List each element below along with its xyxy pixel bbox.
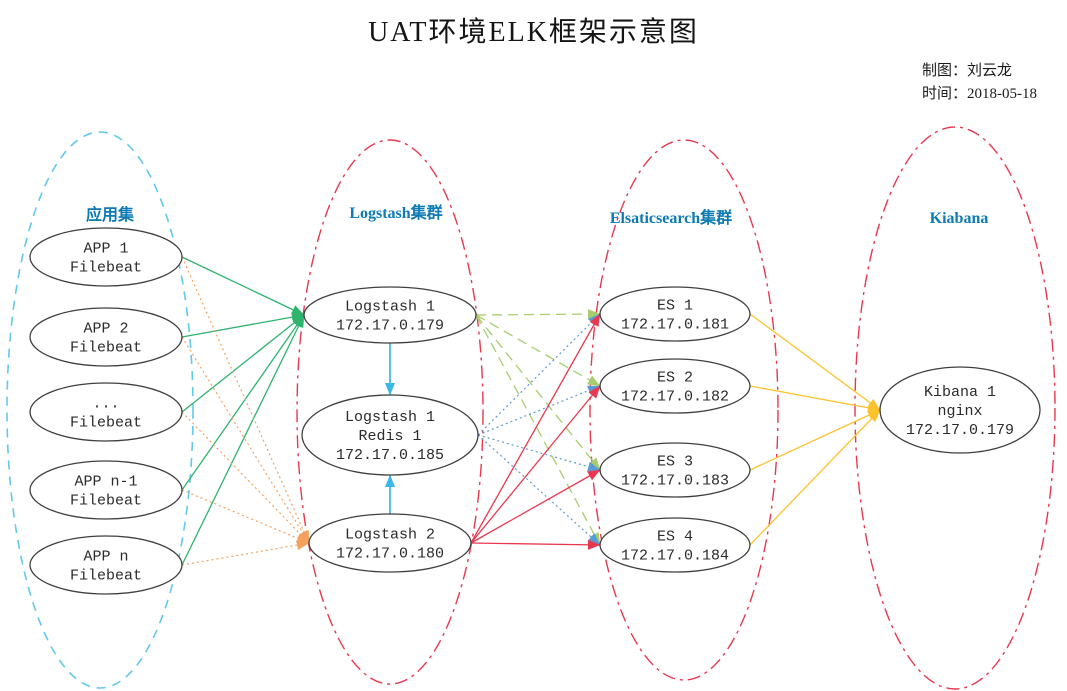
node-app_n1 — [29, 460, 183, 520]
cluster-apps-label: 应用集 — [86, 205, 135, 224]
edge-es2-kibana1 — [749, 385, 881, 413]
node-ls1 — [303, 286, 477, 344]
edge-redis-es3 — [477, 434, 601, 472]
edge-es4-kibana1 — [749, 409, 881, 546]
edge-redis-es1 — [477, 313, 601, 436]
edge-ls2-es1 — [470, 313, 601, 544]
edge-ls2-es3 — [470, 469, 601, 544]
edge-app_n-ls1 — [181, 314, 305, 566]
node-es3 — [599, 442, 751, 498]
node-ls2 — [308, 513, 472, 573]
edge-ls2-es2 — [470, 385, 601, 544]
cluster-logstash-outline — [296, 139, 484, 685]
edge-app1-ls1 — [181, 256, 305, 316]
edge-app2-ls1 — [181, 312, 305, 338]
edge-app_dots-ls2 — [181, 411, 310, 544]
page-title: UAT环境ELK框架示意图 — [368, 17, 699, 48]
cluster-logstash-label: Logstash集群 — [349, 203, 442, 222]
edge-app_n1-ls2 — [181, 489, 310, 544]
edge-redis-es2 — [477, 385, 601, 436]
node-app_dots — [29, 382, 183, 442]
edge-app_n-ls2 — [181, 540, 310, 566]
edge-es1-kibana1 — [749, 313, 881, 411]
edge-app2-ls2 — [181, 336, 310, 544]
edge-app_n1-ls1 — [181, 314, 305, 491]
edge-ls1-es1 — [475, 309, 601, 320]
node-app_dots-label: ...Filebeat — [70, 396, 142, 432]
edge-app1-ls2 — [181, 256, 310, 544]
cluster-kibana-label: Kiabana — [930, 210, 989, 227]
edge-ls1-es4 — [475, 314, 601, 546]
edge-ls2-es4 — [470, 539, 601, 550]
node-es2 — [599, 358, 751, 414]
edge-ls1-es2 — [475, 314, 601, 387]
node-es4 — [599, 517, 751, 573]
credit-date: 时间：2018-05-18 — [922, 86, 1037, 102]
node-app_n — [29, 535, 183, 595]
credits-block: 制图：刘云龙 时间：2018-05-18 — [922, 60, 1037, 106]
edge-es3-kibana1 — [749, 409, 881, 471]
cluster-apps-outline — [6, 131, 194, 689]
node-app1 — [29, 227, 183, 287]
node-app2 — [29, 307, 183, 367]
cluster-es-outline — [589, 139, 779, 681]
cluster-kibana-outline — [854, 126, 1056, 690]
node-kibana1 — [879, 366, 1041, 454]
edge-redis-es4 — [477, 434, 601, 546]
node-redis — [301, 394, 479, 476]
edge-ls1-es3 — [475, 314, 601, 471]
node-es1 — [599, 286, 751, 342]
edge-app_dots-ls1 — [181, 314, 305, 413]
credit-author: 制图：刘云龙 — [922, 63, 1013, 79]
cluster-es-label: Elsaticsearch集群 — [610, 208, 732, 227]
